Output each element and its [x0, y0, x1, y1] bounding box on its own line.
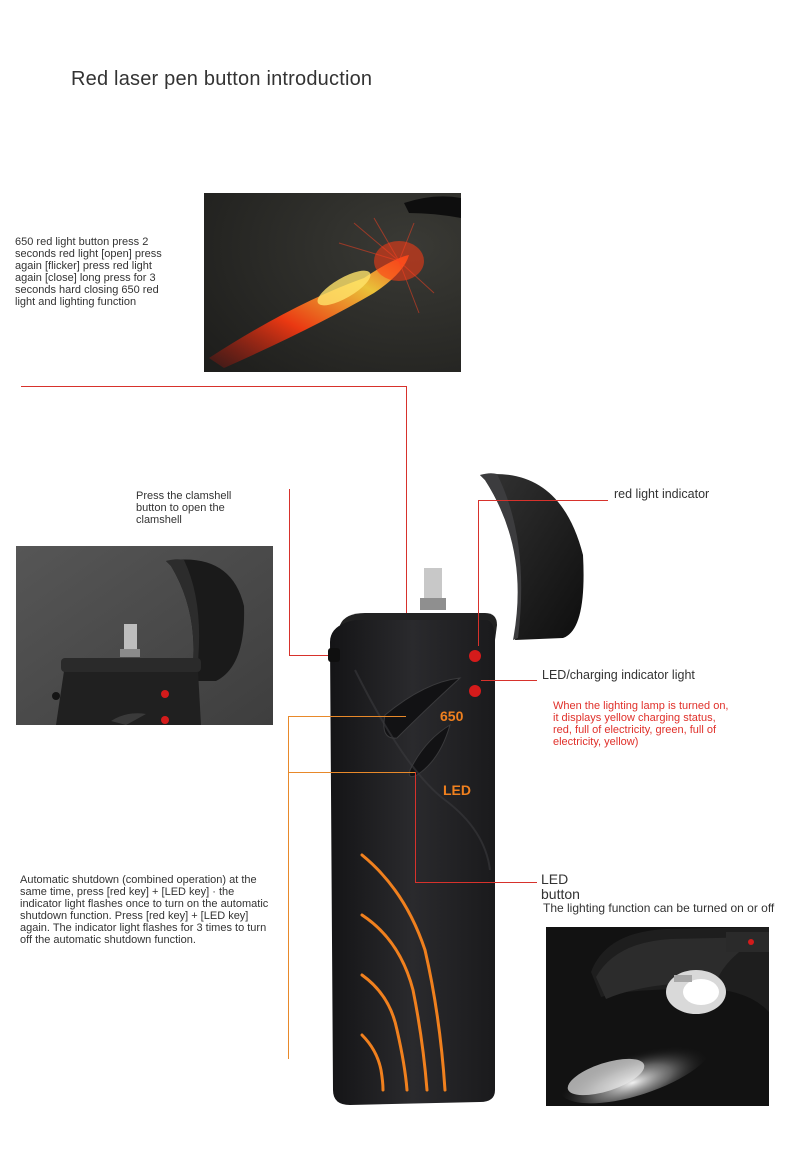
- laser-pen-device: 650 LED: [325, 470, 590, 1115]
- red-connector-line: [406, 386, 407, 718]
- flashlight-photo: [546, 927, 769, 1106]
- button-650-label: 650: [440, 708, 464, 724]
- led-charging-label: LED/charging indicator light: [542, 668, 695, 682]
- orange-connector-line: [288, 716, 289, 1059]
- clamshell-connector-line: [289, 655, 333, 656]
- led-charging-connector: [481, 680, 537, 681]
- led-button-desc: The lighting function can be turned on o…: [543, 901, 775, 915]
- auto-shutdown-note: Automatic shutdown (combined operation) …: [20, 874, 269, 946]
- laser-beam-photo: [204, 193, 461, 372]
- clamshell-connector-line: [289, 489, 290, 655]
- orange-connector-line: [288, 716, 406, 717]
- led-button-label: LED button: [541, 871, 580, 902]
- clamshell-note: Press the clamshell button to open the c…: [136, 490, 232, 526]
- page-title: Red laser pen button introduction: [71, 68, 373, 90]
- button-led-label: LED: [443, 782, 471, 798]
- led-button-connector: [415, 882, 537, 883]
- red-button-note: 650 red light button press 2 seconds red…: [15, 236, 162, 308]
- lighting-note: When the lighting lamp is turned on, it …: [553, 700, 729, 748]
- orange-connector-line: [288, 772, 415, 773]
- red-indicator-label: red light indicator: [614, 487, 710, 501]
- red-indicator-connector: [478, 500, 608, 501]
- red-connector-line: [21, 386, 407, 387]
- clamshell-photo: [16, 546, 273, 725]
- red-indicator-connector: [478, 500, 479, 646]
- led-button-connector: [415, 772, 416, 882]
